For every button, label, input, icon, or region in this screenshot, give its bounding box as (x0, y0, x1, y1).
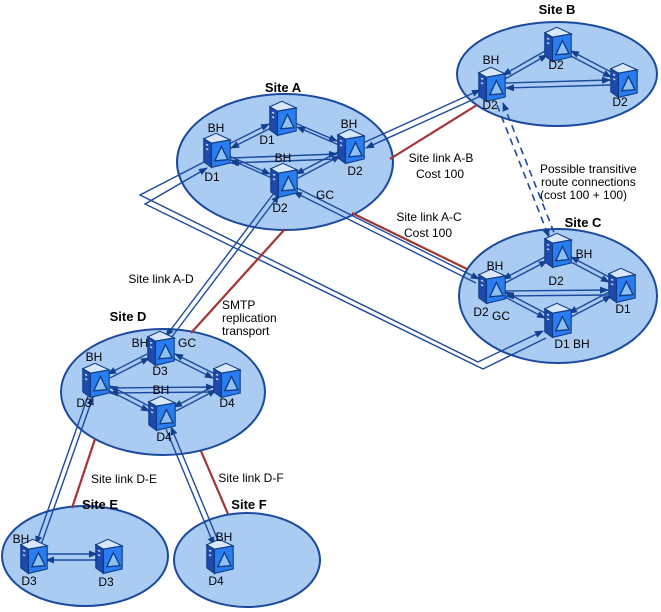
label-c-top-name: D2 (548, 274, 564, 288)
label-d-top-gc: GC (178, 336, 196, 350)
server-icon-d-right (213, 362, 241, 399)
transitive-route-label-2: route connections (541, 175, 636, 189)
label-b-right-name: D2 (612, 95, 628, 109)
site-f-title: Site F (231, 497, 266, 512)
site-b-ellipse (456, 21, 658, 127)
label-c-bottom-name: D1 BH (554, 337, 589, 351)
label-b-left-bh: BH (483, 53, 500, 67)
server-icon-f (206, 538, 234, 575)
site-link-a-d-label: Site link A-D (128, 272, 194, 286)
server-icon-a-bottom (270, 162, 298, 199)
label-a-right-bh: BH (341, 117, 358, 131)
server-icon-c-left (478, 268, 506, 305)
site-link-a-b-label-1: Site link A-B (409, 151, 474, 165)
smtp-transport-label-2: replication (222, 311, 277, 325)
site-link-a-c-label-2: Cost 100 (404, 226, 452, 240)
site-b-internal-connections (502, 50, 614, 92)
server-icon-d-bottom (148, 395, 176, 432)
label-d-bottom-bh: BH (153, 383, 170, 397)
label-c-left-bh: BH (487, 259, 504, 273)
replication-connection-a-c-routed (138, 160, 547, 370)
site-link-d-e-line (70, 438, 97, 509)
replication-connection-d-e (35, 395, 94, 546)
label-e-left-bh: BH (13, 532, 30, 546)
label-d-top-name: D3 (152, 364, 168, 378)
label-a-bottom-name: D2 (272, 201, 288, 215)
label-c-left-name: D2 (473, 305, 489, 319)
label-d-bottom-name: D4 (156, 430, 172, 444)
server-icon-c-right (608, 267, 636, 304)
server-icon-e-right (95, 538, 123, 575)
server-icon-a-right (337, 128, 365, 165)
site-e-ellipse (1, 505, 169, 607)
label-c-right-name: D1 (615, 302, 631, 316)
replication-connection-a-d (165, 192, 280, 339)
smtp-transport-label-3: transport (222, 324, 270, 338)
label-f-name: D4 (208, 574, 224, 588)
server-icon-b-left (478, 66, 506, 103)
server-icon-d-top (147, 330, 175, 367)
site-link-a-c-label-1: Site link A-C (396, 210, 462, 224)
label-e-left-name: D3 (21, 574, 37, 588)
server-icon-d-left (82, 362, 110, 399)
label-a-bottom-bh: BH (275, 151, 292, 165)
site-link-d-f-label: Site link D-F (218, 471, 283, 485)
transitive-route-label-1: Possible transitive (540, 162, 637, 176)
label-a-left-bh: BH (208, 121, 225, 135)
site-f-ellipse (173, 512, 321, 608)
site-c-title: Site C (565, 215, 602, 230)
replication-connection-a-c (293, 187, 480, 284)
site-c-internal-connections (502, 256, 612, 319)
label-d-left-name: D3 (76, 396, 92, 410)
replication-connection-a-b (362, 89, 484, 149)
site-link-d-f-line (199, 450, 230, 515)
site-link-d-e-label: Site link D-E (91, 472, 157, 486)
label-f-bh: BH (216, 530, 233, 544)
site-link-a-b-label-2: Cost 100 (416, 167, 464, 181)
site-b-title: Site B (539, 2, 576, 17)
label-c-left-gc: GC (492, 309, 510, 323)
label-d-right-name: D4 (219, 396, 235, 410)
label-a-bottom-gc: GC (316, 188, 334, 202)
server-icon-a-top (269, 100, 297, 137)
label-e-right-name: D3 (98, 575, 114, 589)
site-e-title: Site E (82, 497, 118, 512)
label-d-left-bh: BH (86, 350, 103, 364)
server-icon-b-top (544, 26, 572, 63)
site-link-a-b-line (389, 104, 478, 160)
site-a-title: Site A (265, 80, 302, 95)
label-a-left-name: D1 (204, 170, 220, 184)
site-e-internal-connections (45, 550, 98, 564)
server-icon-c-bottom (544, 302, 572, 339)
transitive-route-label-3: (cost 100 + 100) (540, 188, 627, 202)
site-a-internal-connections (228, 122, 341, 179)
server-icon-c-top (544, 232, 572, 269)
server-icon-a-left (203, 132, 231, 169)
label-a-right-name: D2 (347, 164, 363, 178)
label-b-left-name: D2 (482, 98, 498, 112)
label-a-top-name: D1 (259, 133, 275, 147)
label-c-top-bh: BH (576, 247, 593, 261)
label-b-top-name: D2 (548, 58, 564, 72)
replication-connection-d-f (165, 426, 220, 546)
server-icon-b-right (610, 62, 638, 99)
site-d-title: Site D (110, 309, 147, 324)
smtp-transport-label-1: SMTP (222, 298, 255, 312)
site-d-internal-connections (107, 353, 217, 412)
label-d-top-bh: BH (132, 336, 149, 350)
site-link-a-d-smtp-line (190, 228, 286, 334)
site-link-a-c-line (351, 212, 468, 270)
